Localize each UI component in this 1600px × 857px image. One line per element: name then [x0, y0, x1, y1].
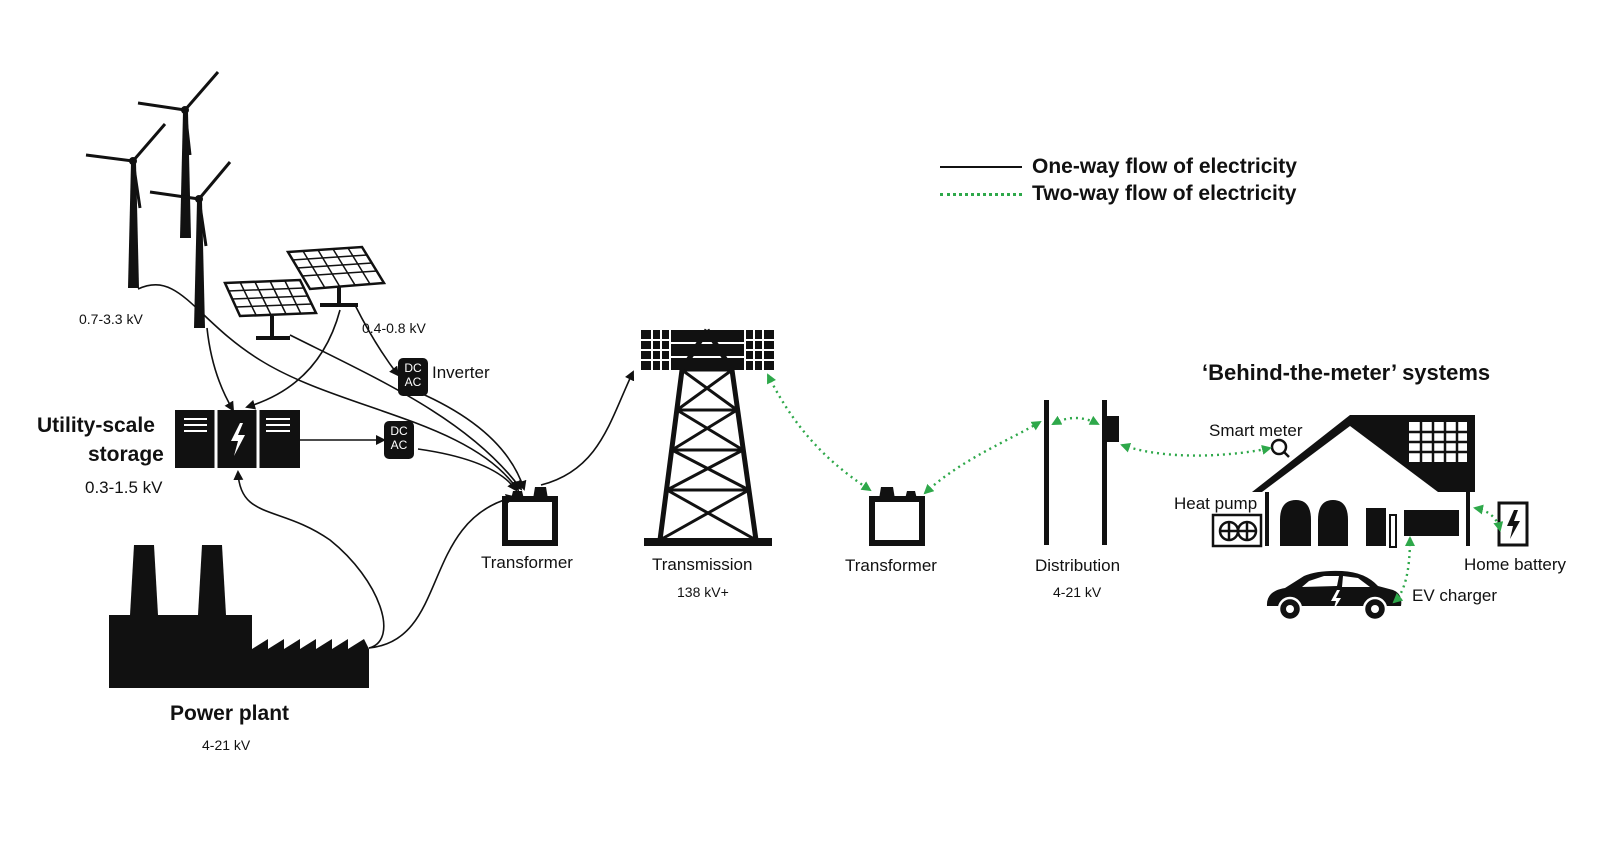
legend-one-way: One-way flow of electricity — [940, 155, 1297, 179]
wind-turbine-icon — [85, 71, 232, 328]
legend-two-way-label: Two-way flow of electricity — [1032, 182, 1297, 205]
storage-label-line2: storage — [88, 443, 164, 466]
storage-voltage: 0.3-1.5 kV — [85, 478, 163, 497]
flow-pole-to-pole — [1051, 415, 1100, 426]
electric-car-icon — [1266, 570, 1402, 622]
storage-inverter-dc: DC — [390, 424, 408, 438]
inverter-dc: DC — [404, 361, 422, 375]
behind-meter-title: ‘Behind-the-meter’ systems — [1202, 360, 1491, 385]
flow-solar-to-storage — [245, 309, 341, 410]
power-plant-label: Power plant — [170, 702, 290, 725]
smart-meter-icon — [1270, 438, 1290, 458]
house-icon — [1252, 415, 1475, 548]
factory-icon — [109, 545, 369, 688]
flow-house-to-battery — [1473, 504, 1504, 532]
transformer-icon — [502, 487, 558, 546]
transformer-step-up-label: Transformer — [481, 553, 573, 572]
flow-inverter-to-transformer — [417, 391, 527, 491]
legend-dotted-line — [940, 192, 1022, 196]
transmission-label: Transmission — [652, 555, 753, 574]
solar-panel-icon — [223, 245, 387, 340]
inverter-label: Inverter — [432, 363, 490, 382]
transmission-tower-icon — [641, 328, 774, 546]
storage-inverter-icon: DC AC — [384, 421, 414, 459]
flow-wind-to-storage — [206, 327, 235, 412]
flow-solar-to-transformer — [289, 334, 523, 491]
wind-voltage: 0.7-3.3 kV — [79, 311, 143, 327]
transformer-step-down-label: Transformer — [845, 556, 937, 575]
legend-solid-line — [940, 166, 1022, 168]
flow-wind-to-transformer — [137, 284, 520, 492]
heat-pump-label: Heat pump — [1174, 494, 1258, 513]
power-plant-voltage: 4-21 kV — [202, 737, 251, 753]
heat-pump-icon — [1211, 513, 1263, 548]
inverter-ac: AC — [404, 375, 422, 389]
ev-charger-label: EV charger — [1412, 586, 1498, 605]
solar-voltage: 0.4-0.8 kV — [362, 320, 426, 336]
transformer-icon — [869, 487, 925, 546]
smart-meter-label: Smart meter — [1209, 421, 1303, 440]
flow-plant-to-transformer — [368, 494, 516, 649]
flow-storage-inverter-to-transformer — [417, 448, 518, 492]
home-battery-label: Home battery — [1464, 555, 1567, 574]
flow-transmission-to-transformer — [766, 373, 872, 492]
inverter-icon: DC AC — [398, 358, 428, 396]
flow-plant-to-storage — [233, 470, 385, 649]
flow-distribution-to-meter — [1120, 442, 1272, 457]
flow-transformer-to-transmission — [540, 370, 635, 486]
battery-storage-icon — [175, 410, 300, 468]
legend-two-way: Two-way flow of electricity — [940, 182, 1297, 206]
utility-pole-icon — [1044, 400, 1119, 545]
flow-transformer-to-distribution — [923, 420, 1042, 495]
storage-label-line1: Utility-scale — [37, 414, 155, 437]
storage-inverter-ac: AC — [390, 438, 408, 452]
transmission-voltage: 138 kV+ — [677, 584, 729, 600]
home-battery-icon — [1497, 501, 1529, 547]
distribution-voltage: 4-21 kV — [1053, 584, 1102, 600]
flow-solar-to-inverter — [354, 304, 400, 377]
distribution-label: Distribution — [1035, 556, 1121, 575]
legend-one-way-label: One-way flow of electricity — [1032, 155, 1297, 178]
